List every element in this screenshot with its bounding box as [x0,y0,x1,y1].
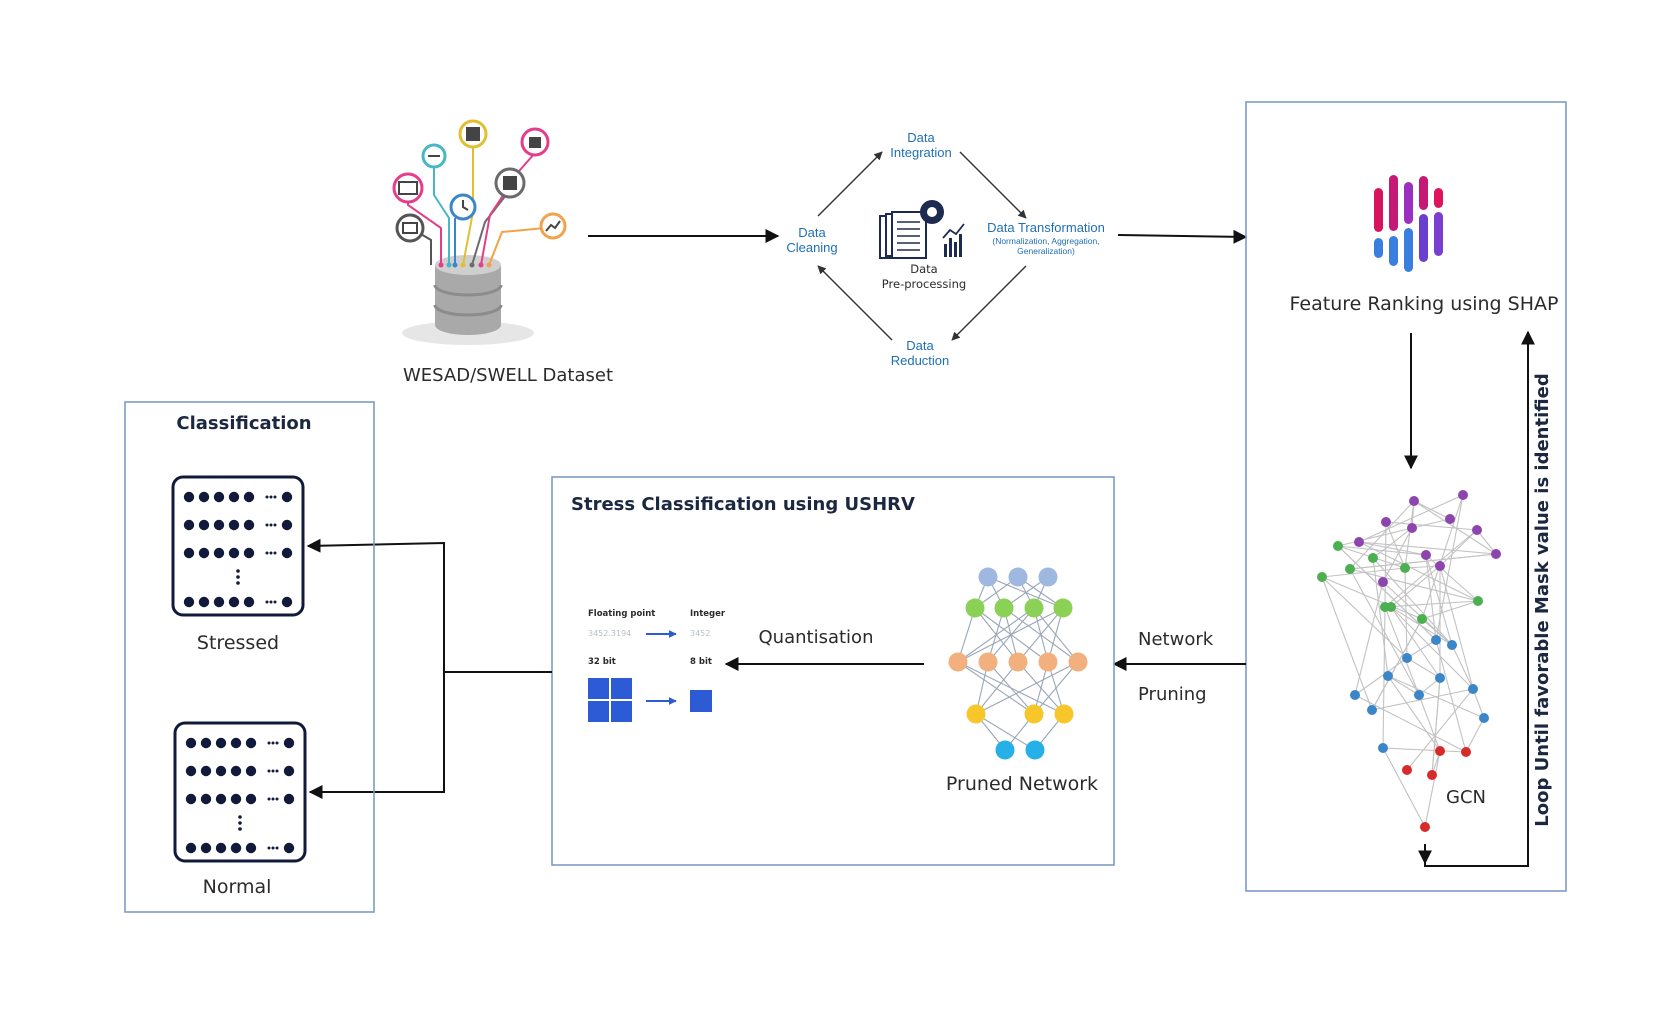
stressed-label: Stressed [197,632,279,654]
nn-node [1053,598,1073,618]
normal-dot-matrix [173,721,307,863]
gcn-node [1354,537,1364,547]
arrow-preprocessing-to-shap [1117,229,1248,244]
nn-node [1024,704,1044,724]
gcn-node [1378,743,1388,753]
gcn-node [1435,746,1445,756]
quantisation-illustration: Floating point Integer 3452.3194 3452 32… [588,609,726,722]
transformation-detail: (Normalization, Aggregation,Generalizati… [992,236,1099,256]
gcn-node [1367,705,1377,715]
gcn-node [1435,673,1445,683]
normal-label: Normal [203,876,272,898]
classification-title: Classification [176,413,311,434]
gcn-node [1473,596,1483,606]
nn-node [1025,740,1045,760]
nn-node [1038,652,1058,672]
gcn-node [1427,770,1437,780]
int-matrix-icon [690,690,712,712]
nn-node [1008,652,1028,672]
gcn-node [1420,822,1430,832]
pruned-network-graph [948,567,1088,760]
nn-node [1024,598,1044,618]
float-matrix-icon [588,678,632,722]
gcn-node [1447,640,1457,650]
gcn-node [1417,614,1427,624]
gcn-node [1368,553,1378,563]
gcn-node [1421,550,1431,560]
database-icon [433,255,503,335]
fp-value: 3452.3194 [588,629,631,638]
gcn-graph [1317,490,1501,832]
stressed-dot-matrix [171,475,305,617]
arrow-reduction-to-cleaning [817,265,893,341]
gcn-node [1400,563,1410,573]
integer-label: Integer [690,609,726,619]
network-label: Network [1138,629,1214,650]
gcn-node [1378,577,1388,587]
gcn-node [1402,765,1412,775]
bits32-label: 32 bit [588,657,616,667]
gcn-node [1350,690,1360,700]
stress-panel-title: Stress Classification using USHRV [571,494,915,515]
nn-node [966,704,986,724]
nn-node [995,740,1015,760]
gcn-node [1472,525,1482,535]
arrow-integration-to-transformation [959,151,1027,219]
quantisation-label: Quantisation [759,627,874,648]
dataset-label: WESAD/SWELL Dataset [403,365,613,386]
nn-node [1008,567,1028,587]
gcn-node [1461,747,1471,757]
bits8-label: 8 bit [690,657,712,667]
floating-point-label: Floating point [588,609,655,619]
arrow-cleaning-to-integration [817,151,883,217]
arrow-to-stressed [306,538,445,672]
gcn-node [1435,561,1445,571]
int-value: 3452 [690,629,710,638]
pruning-label: Pruning [1138,684,1207,705]
gcn-node [1491,549,1501,559]
shap-logo-icon [1374,175,1443,272]
gcn-node [1380,602,1390,612]
gcn-node [1431,635,1441,645]
classification-panel [124,401,375,913]
stress-classification-panel [551,476,1115,866]
gcn-node [1407,523,1417,533]
shap-gcn-panel [1245,101,1567,892]
gcn-node [1333,541,1343,551]
nn-node [994,598,1014,618]
gcn-node [1381,517,1391,527]
gcn-node [1458,490,1468,500]
nn-node [978,652,998,672]
nn-node [1038,567,1058,587]
arrow-to-normal [308,672,445,799]
gcn-node [1383,671,1393,681]
arrow-transformation-to-reduction [951,265,1027,341]
gcn-node [1317,572,1327,582]
nn-node [978,567,998,587]
gcn-label: GCN [1446,787,1486,808]
feature-ranking-label: Feature Ranking using SHAP [1290,293,1559,315]
transformation-label: Data Transformation [987,220,1105,235]
gcn-node [1479,713,1489,723]
gcn-node [1402,653,1412,663]
gcn-node [1468,684,1478,694]
pruned-network-label: Pruned Network [946,773,1098,795]
nn-node [965,598,985,618]
gcn-node [1414,690,1424,700]
document-gear-icon [879,200,965,259]
gcn-node [1345,564,1355,574]
dataset-illustration [392,119,567,345]
gcn-node [1445,514,1455,524]
nn-node [1068,652,1088,672]
loop-label: Loop Until favorable Mask value is ident… [1532,373,1553,826]
mail-icon [395,213,425,243]
gcn-node [1409,496,1419,506]
nn-node [1054,704,1074,724]
nn-node [948,652,968,672]
